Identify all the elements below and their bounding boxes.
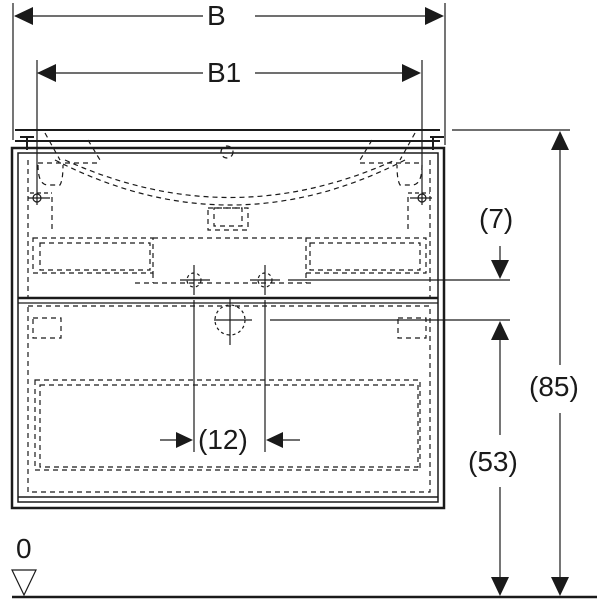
label-B: B — [207, 0, 226, 31]
upper-drawer-hidden-lines — [27, 160, 431, 298]
dimension-53 — [270, 319, 510, 596]
dimension-12 — [160, 300, 300, 452]
label-85: (85) — [529, 371, 579, 402]
lower-drawer-hidden-lines — [27, 305, 431, 493]
label-12: (12) — [198, 424, 248, 455]
label-7: (7) — [479, 203, 514, 234]
dimension-B1 — [36, 60, 423, 205]
floor-datum — [11, 569, 597, 599]
countertop — [15, 129, 444, 150]
dimension-85 — [452, 129, 570, 596]
mounting-brackets — [28, 192, 432, 203]
dimension-7 — [288, 246, 510, 281]
basin-hidden-lines — [37, 132, 423, 231]
connection-markers — [180, 265, 280, 345]
datum-triangle-icon — [11, 569, 37, 597]
cabinet-body — [10, 146, 446, 510]
label-B1: B1 — [207, 57, 242, 88]
label-datum-0: 0 — [16, 533, 32, 564]
label-53: (53) — [468, 446, 518, 477]
dimension-B — [12, 3, 446, 145]
